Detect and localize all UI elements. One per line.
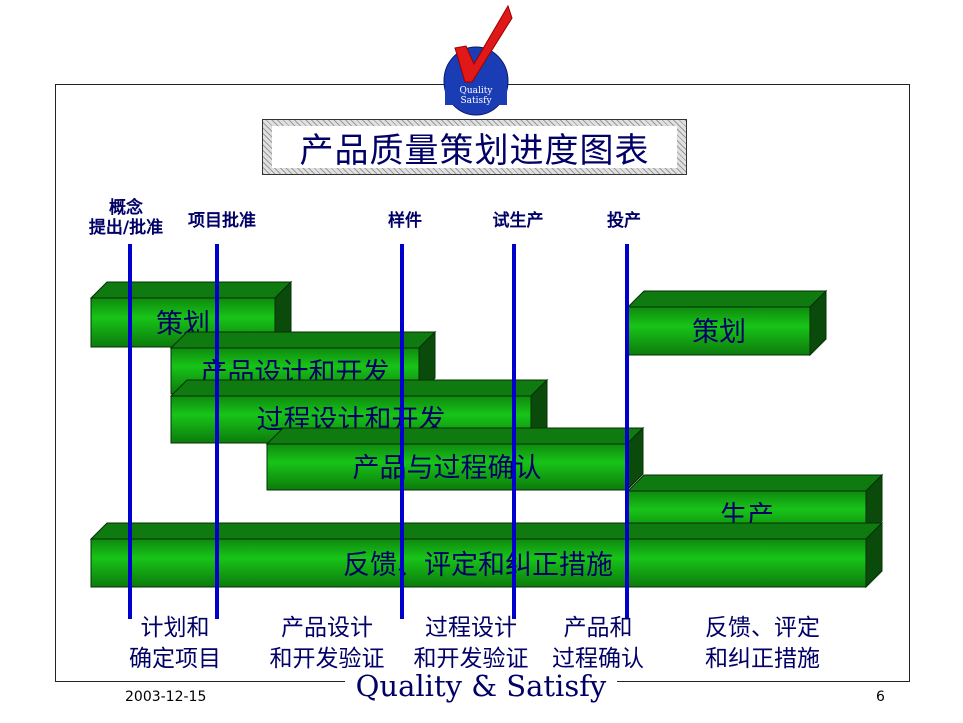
bar-top-7 [89, 522, 884, 540]
phase-label-3-line1: 过程设计 [425, 615, 517, 641]
phase-label-2-line1: 产品设计 [281, 615, 373, 641]
phase-label-4-line1: 产品和 [563, 615, 633, 641]
milestone-launch: 投产 [607, 211, 641, 231]
phase-label-5-line2: 和纠正措施 [705, 646, 820, 672]
phase-label-4: 产品和 过程确认 [523, 613, 673, 675]
phase-label-2: 产品设计 和开发验证 [252, 613, 402, 675]
bar-label-7: 反馈、评定和纠正措施 [343, 550, 613, 581]
bar-top-5 [626, 290, 828, 308]
milestone-pilot: 试生产 [492, 211, 544, 231]
phase-label-1-line2: 确定项目 [129, 646, 221, 672]
phase-label-5-line1: 反馈、评定 [705, 615, 820, 641]
bar-4 [266, 443, 628, 491]
phase-label-1-line1: 计划和 [140, 615, 210, 641]
footer-date: 2003-12-15 [125, 689, 207, 705]
phase-label-1: 计划和 确定项目 [100, 613, 250, 675]
milestone-prototype: 样件 [388, 211, 422, 231]
bar-top-2 [169, 331, 437, 349]
bar-label-5: 策划 [692, 317, 746, 348]
phase-label-4-line2: 过程确认 [552, 646, 644, 672]
milestone-concept: 概念 提出/批准 [88, 198, 164, 238]
phase-label-3: 过程设计 和开发验证 [396, 613, 546, 675]
phase-label-2-line2: 和开发验证 [269, 646, 385, 672]
page-title: 产品质量策划进度图表 [299, 130, 650, 171]
phase-label-5: 反馈、评定 和纠正措施 [680, 613, 845, 675]
bar-5 [627, 306, 811, 356]
page-number: 6 [876, 689, 885, 705]
phase-label-3-line2: 和开发验证 [413, 646, 529, 672]
bar-top-3 [169, 379, 549, 397]
bar-top-6 [626, 474, 884, 492]
title-box: 产品质量策划进度图表 [262, 119, 687, 175]
milestone-project-approval: 项目批准 [188, 211, 256, 231]
footer-slogan: Quality & Satisfy [345, 668, 617, 704]
bar-top-1 [89, 281, 293, 299]
bar-top-4 [265, 427, 645, 445]
bar-label-4: 产品与过程确认 [353, 453, 542, 484]
bar-7 [90, 538, 867, 588]
